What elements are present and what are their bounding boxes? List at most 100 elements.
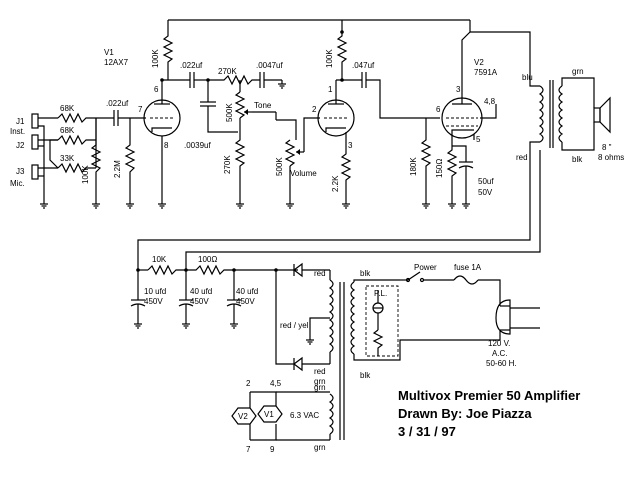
resistor-270k-ground — [234, 118, 246, 200]
v1-type: 12AX7 — [104, 58, 129, 67]
resistor-68k-b — [57, 134, 96, 146]
speaker-icon — [593, 107, 601, 123]
resistor-100k-plate2 — [336, 20, 348, 80]
heater-pin9: 9 — [270, 445, 275, 454]
v1-pin8: 8 — [164, 141, 169, 150]
label-63vac: 6.3 VAC — [290, 411, 319, 420]
label-022-input: .022uf — [106, 99, 129, 108]
resistor-2m2 — [124, 118, 136, 200]
jack-j1 — [31, 113, 39, 129]
v2-name: V2 — [474, 58, 484, 67]
pilot-lamp-box — [365, 285, 399, 357]
label-150ohm: 150Ω — [435, 159, 444, 178]
label-fuse: fuse 1A — [454, 263, 482, 272]
filter-cap-3 — [226, 270, 242, 329]
title-line2: Drawn By: Joe Piazza — [398, 406, 532, 421]
wire-blu: blu — [522, 73, 533, 82]
v1-first-stage: V1 12AX7 6 7 8 100K .022uf 270K .0047uf — [104, 19, 470, 209]
v1-pin7: 7 — [138, 105, 143, 114]
label-68k-b: 68K — [60, 126, 75, 135]
v1-name: V1 — [104, 48, 114, 57]
filter-cap-1 — [130, 270, 146, 329]
speaker-size: 8 " — [602, 143, 612, 152]
label-cap1-value: 10 ufd — [144, 287, 166, 296]
jack-inst-label: Inst. — [10, 127, 25, 136]
heater-pin45: 4,5 — [270, 379, 282, 388]
label-mains-freq: 50-60 H. — [486, 359, 517, 368]
label-2k2: 2.2K — [331, 175, 340, 192]
title-block: Multivox Premier 50 Amplifier Drawn By: … — [398, 388, 580, 439]
resistor-150ohm — [446, 134, 458, 200]
heater-v2 — [231, 407, 257, 425]
resistor-100k-input — [90, 118, 102, 200]
label-red-yel: red / yel — [280, 321, 309, 330]
label-0039: .0039uf — [184, 141, 211, 150]
title-line3: 3 / 31 / 97 — [398, 424, 456, 439]
label-cap1-voltage: 450V — [144, 297, 163, 306]
label-100k-input: 100K — [81, 165, 90, 184]
resistor-2k2 — [340, 150, 352, 200]
v2-pin3: 3 — [456, 85, 461, 94]
resistor-180k — [420, 118, 432, 200]
label-10k: 10K — [152, 255, 167, 264]
label-power-switch[interactable]: Power — [414, 263, 437, 272]
diode-bottom — [293, 356, 303, 372]
v2-output-stage: V2 7591A 3 4,8 6 5 180K 150Ω 50uf 50V b — [137, 20, 624, 270]
v2-pin48: 4,8 — [484, 97, 496, 106]
mains-plug-icon — [495, 299, 511, 335]
label-red-top: red — [314, 269, 326, 278]
jack-j2 — [31, 134, 39, 150]
power-switch-icon[interactable] — [407, 271, 421, 281]
fuse-icon — [453, 275, 479, 285]
label-68k-a: 68K — [60, 104, 75, 113]
label-mains-ac: A.C. — [492, 349, 508, 358]
label-blk-top: blk — [360, 269, 371, 278]
v1-pin3: 3 — [348, 141, 353, 150]
potentiometer-tone — [234, 91, 246, 119]
speaker-impedance: 8 ohms — [598, 153, 624, 162]
label-heater-grn-top: grn — [314, 383, 326, 392]
output-transformer — [538, 85, 544, 143]
ground-symbol — [39, 199, 49, 209]
heater-circuit: V2 V1 2 4,5 7 9 6.3 VAC grn grn — [231, 379, 334, 454]
label-50uf: 50uf — [478, 177, 494, 186]
v1-pin2: 2 — [312, 105, 317, 114]
label-100k-plate1: 100K — [151, 49, 160, 68]
label-33k: 33K — [60, 154, 75, 163]
label-cap2-value: 40 ufd — [190, 287, 212, 296]
label-270k-tonestack: 270K — [218, 67, 237, 76]
heater-v1 — [257, 405, 283, 423]
jack-j2-label: J2 — [16, 141, 25, 150]
jack-j3 — [31, 164, 39, 180]
label-180k: 180K — [409, 157, 418, 176]
v2-pin6: 6 — [436, 105, 441, 114]
label-100ohm: 100Ω — [198, 255, 217, 264]
label-grn-supply: grn — [314, 377, 326, 386]
label-heater-grn-bot: grn — [314, 443, 326, 452]
jack-mic-label: Mic. — [10, 179, 25, 188]
heater-pin2: 2 — [246, 379, 251, 388]
label-500k-volume: 500K — [275, 157, 284, 176]
v2-pin5: 5 — [476, 135, 481, 144]
label-047: .047uf — [352, 61, 375, 70]
label-cap2-voltage: 450V — [190, 297, 209, 306]
label-0047: .0047uf — [256, 61, 283, 70]
label-2m2: 2.2M — [113, 160, 122, 178]
label-volume[interactable]: Volume — [290, 169, 317, 178]
label-cap3-value: 40 ufd — [236, 287, 258, 296]
label-270k-ground: 270K — [223, 155, 232, 174]
filter-cap-2 — [178, 270, 194, 329]
v1-pin6: 6 — [154, 85, 159, 94]
label-tone[interactable]: Tone — [254, 101, 272, 110]
power-supply: 10K 100Ω 10 ufd 450V 40 ufd 450V — [130, 150, 541, 440]
resistor-270k-tonestack — [208, 74, 260, 86]
v1-second-stage: 2 1 3 100K .047uf 2.2K — [312, 20, 440, 209]
potentiometer-volume — [284, 139, 296, 167]
pilot-lamp-resistor — [372, 329, 384, 356]
label-50v: 50V — [478, 188, 493, 197]
heater-pin7: 7 — [246, 445, 251, 454]
resistor-10k — [147, 264, 186, 276]
label-022-coupling: .022uf — [180, 61, 203, 70]
resistor-100ohm — [186, 264, 298, 276]
